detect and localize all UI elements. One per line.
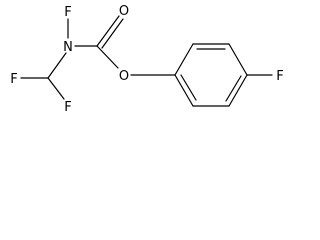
bond-n-chf2	[47, 52, 67, 79]
molecule-structure: F N O O F F F	[10, 4, 283, 115]
benzene-ring	[174, 43, 273, 107]
bond-c-o-double-a	[96, 15, 120, 47]
bond-c-o-ester	[96, 45, 119, 69]
ring-double-right	[225, 75, 242, 102]
bond-c-o-double-b	[101, 18, 124, 49]
ring-bond-3	[228, 43, 248, 76]
ring-bond-4	[228, 74, 248, 107]
bond-c-f-right	[47, 77, 65, 100]
atom-n: N	[63, 40, 73, 55]
ring-bond-1	[174, 43, 194, 76]
atom-f-right: F	[64, 100, 71, 115]
atom-f-left: F	[10, 72, 17, 87]
atom-o-carbonyl: O	[119, 4, 129, 19]
atom-f-para: F	[276, 69, 283, 84]
bonds	[20, 15, 176, 100]
atom-o-ester: O	[119, 69, 129, 84]
atom-f-top: F	[64, 5, 71, 20]
atom-labels: F N O O F F F	[10, 4, 283, 115]
ring-double-left	[180, 74, 197, 101]
ring-bond-6	[174, 74, 194, 107]
